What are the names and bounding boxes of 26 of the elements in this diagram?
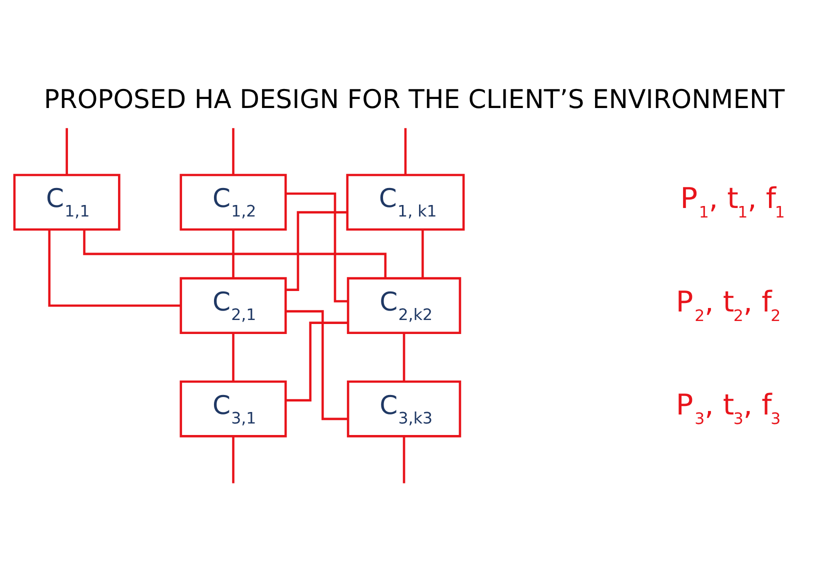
node-box: C$_{2,k2}$ [346, 277, 462, 334]
node-box: C$_{3,1}$ [180, 380, 287, 438]
node-box: C$_{1,1}$ [13, 174, 120, 231]
node-box: C$_{2,1}$ [180, 277, 287, 334]
connector [286, 322, 348, 402]
connector [232, 436, 234, 484]
connector [232, 230, 234, 278]
node-box: C$_{1, k1}$ [346, 174, 465, 231]
connector [286, 211, 348, 291]
connector [232, 333, 234, 382]
label: P$_{3}$, t$_{3}$, f$_{3}$ [676, 388, 781, 428]
connector [66, 128, 68, 175]
connector [404, 128, 407, 175]
node-box: C$_{3,k3}$ [346, 380, 462, 438]
connector [232, 128, 234, 175]
connector [422, 230, 424, 278]
connector [402, 333, 406, 382]
connector [286, 192, 348, 302]
node-box: C$_{1,2}$ [180, 174, 287, 231]
connector [402, 436, 406, 484]
connector [48, 230, 181, 307]
label: P$_{1}$, t$_{1}$, f$_{1}$ [680, 181, 785, 222]
diagram-title: PROPOSED HA DESIGN FOR THE CLIENT’S ENVIRONMENT [44, 85, 785, 116]
label: P$_{2}$, t$_{2}$, f$_{2}$ [676, 284, 781, 325]
connector [286, 310, 348, 420]
connector [83, 230, 387, 278]
